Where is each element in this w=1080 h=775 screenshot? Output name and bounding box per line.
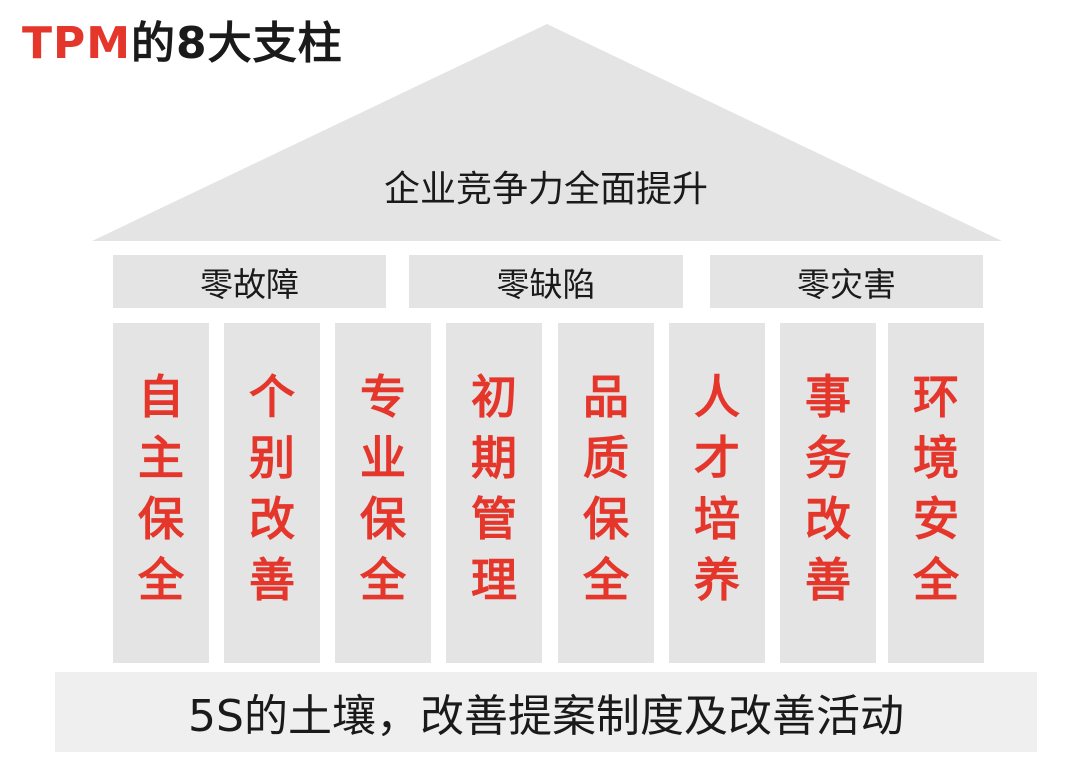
- pillar-training: 人才培养: [669, 323, 765, 663]
- foundation-label: 5S的土壤，改善提案制度及改善活动: [55, 672, 1037, 752]
- title-prefix: TPM: [22, 18, 132, 69]
- pillar-char: 管: [471, 492, 517, 546]
- title-suffix: 的8大支柱: [131, 18, 343, 69]
- pillar-char: 境: [913, 431, 959, 485]
- roof-label: 企业竞争力全面提升: [383, 169, 708, 210]
- pillar-char: 初: [471, 370, 517, 424]
- pillar-char: 业: [360, 431, 406, 485]
- pillar-char: 期: [471, 431, 517, 485]
- pillar-char: 善: [805, 553, 851, 607]
- pillar-char: 全: [583, 553, 629, 607]
- pillar-char: 改: [249, 492, 295, 546]
- pillar-char: 品: [583, 370, 629, 424]
- pillar-char: 养: [694, 553, 740, 607]
- pillar-char: 别: [249, 431, 295, 485]
- roof-shape: [92, 24, 1002, 241]
- pillar-char: 理: [471, 553, 517, 607]
- pillar-char: 保: [583, 492, 629, 546]
- goal-zero-defect: 零缺陷: [409, 255, 683, 308]
- pillar-planned-maintenance: 专业保全: [335, 323, 431, 663]
- pillar-char: 保: [360, 492, 406, 546]
- pillar-quality-maintenance: 品质保全: [558, 323, 654, 663]
- pillar-char: 全: [138, 553, 184, 607]
- goal-zero-accident: 零灾害: [710, 255, 983, 308]
- pillar-char: 保: [138, 492, 184, 546]
- pillar-char: 环: [913, 370, 959, 424]
- pillar-char: 才: [694, 431, 740, 485]
- diagram-title: TPM的8大支柱: [22, 14, 343, 74]
- pillar-focused-improvement: 个别改善: [224, 323, 320, 663]
- pillar-safety-environment: 环境安全: [888, 323, 984, 663]
- pillar-char: 个: [249, 370, 295, 424]
- pillar-char: 务: [805, 431, 851, 485]
- pillar-char: 专: [360, 370, 406, 424]
- pillar-early-management: 初期管理: [446, 323, 542, 663]
- pillar-char: 质: [583, 431, 629, 485]
- pillar-char: 事: [805, 370, 851, 424]
- pillar-char: 人: [694, 370, 740, 424]
- pillar-autonomous-maintenance: 自主保全: [113, 323, 209, 663]
- pillar-char: 全: [913, 553, 959, 607]
- pillar-office-improvement: 事务改善: [780, 323, 876, 663]
- pillar-char: 安: [913, 492, 959, 546]
- pillar-char: 改: [805, 492, 851, 546]
- pillar-char: 主: [138, 431, 184, 485]
- goal-zero-breakdown: 零故障: [113, 255, 386, 308]
- pillar-char: 自: [138, 370, 184, 424]
- pillar-char: 培: [694, 492, 740, 546]
- pillar-char: 全: [360, 553, 406, 607]
- pillar-char: 善: [249, 553, 295, 607]
